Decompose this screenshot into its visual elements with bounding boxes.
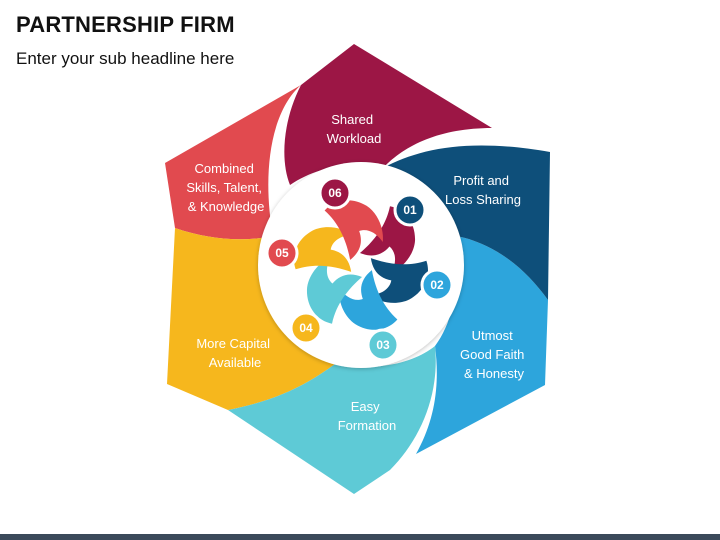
segment-6-shape: [284, 44, 492, 185]
segment-3-shape: [228, 346, 436, 494]
svg-text:01: 01: [403, 203, 417, 217]
segment-2-shape: [416, 236, 548, 454]
number-badge-03: 03: [366, 328, 400, 362]
svg-text:03: 03: [376, 338, 390, 352]
segment-6-label: Shared Workload: [327, 112, 382, 146]
segment-5-shape: [165, 85, 301, 240]
number-badge-01: 01: [393, 193, 427, 227]
swirl-blade-03: [306, 257, 363, 324]
number-badge-06: 06: [318, 176, 352, 210]
page-title: PARTNERSHIP FIRM: [16, 12, 235, 37]
svg-text:04: 04: [299, 321, 313, 335]
svg-text:06: 06: [328, 186, 342, 200]
number-badge-02: 02: [420, 268, 454, 302]
segment-3-label: Easy Formation: [338, 399, 397, 433]
swirl-blade-02: [339, 270, 398, 330]
footer-bar: [0, 534, 720, 540]
segment-1-label: Profit and Loss Sharing: [445, 173, 521, 207]
svg-text:05: 05: [275, 246, 289, 260]
segment-5-label: Combined Skills, Talent, & Knowledge: [186, 161, 265, 214]
segment-4-shape: [167, 228, 335, 410]
swirl-blade-01: [370, 258, 428, 303]
number-badge-04: 04: [289, 311, 323, 345]
page-subtitle: Enter your sub headline here: [16, 49, 235, 68]
segment-4-label: More Capital Available: [196, 336, 273, 370]
swirl-blade-04: [294, 227, 352, 272]
svg-text:02: 02: [430, 278, 444, 292]
segment-2-label: Utmost Good Faith & Honesty: [460, 328, 528, 381]
swirl-blade-05: [324, 200, 383, 260]
number-badge-05: 05: [265, 236, 299, 270]
